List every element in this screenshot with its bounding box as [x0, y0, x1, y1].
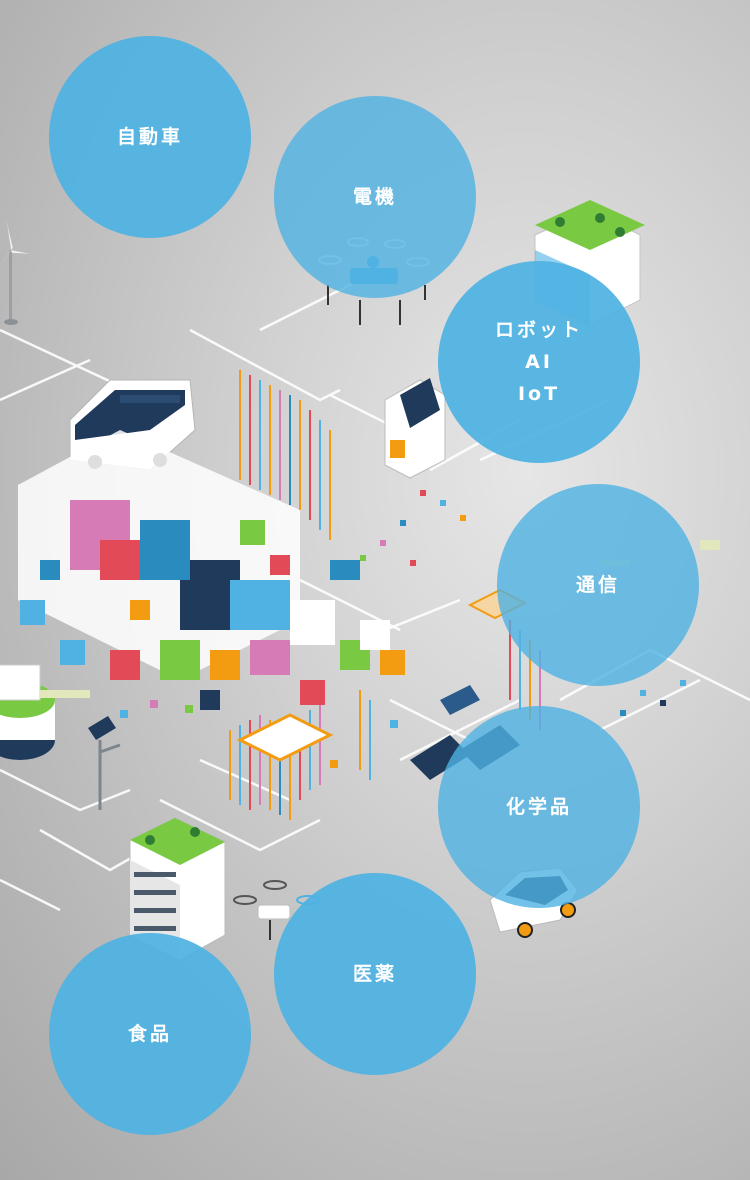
category-automotive-label: 自動車: [116, 126, 183, 148]
category-chemical-button[interactable]: 化学品: [438, 706, 640, 908]
central-data-cluster: [18, 430, 405, 710]
category-electrical-label: 電機: [352, 186, 397, 208]
category-iot-label: IoT: [517, 383, 561, 405]
category-pharma-label: 医薬: [352, 963, 397, 985]
category-automotive-button[interactable]: 自動車: [49, 36, 251, 238]
category-food-label: 食品: [127, 1023, 172, 1045]
category-ai-label: AI: [525, 351, 553, 373]
category-communication-label: 通信: [575, 574, 620, 596]
category-robot-label: ロボット: [494, 319, 583, 341]
category-pharma-button[interactable]: 医薬: [274, 873, 476, 1075]
category-chemical-label: 化学品: [505, 796, 572, 818]
category-electrical-button[interactable]: 電機: [274, 96, 476, 298]
street-lamp-icon: [98, 740, 121, 810]
category-food-button[interactable]: 食品: [49, 933, 251, 1135]
round-building-icon: [0, 664, 55, 760]
scattered-data-pixels: [40, 490, 720, 768]
wind-turbine-icon: [0, 217, 33, 325]
category-communication-button[interactable]: 通信: [497, 484, 699, 686]
category-robot-ai-iot-button[interactable]: ロボット AI IoT: [438, 261, 640, 463]
office-building-icon: [384, 378, 446, 479]
